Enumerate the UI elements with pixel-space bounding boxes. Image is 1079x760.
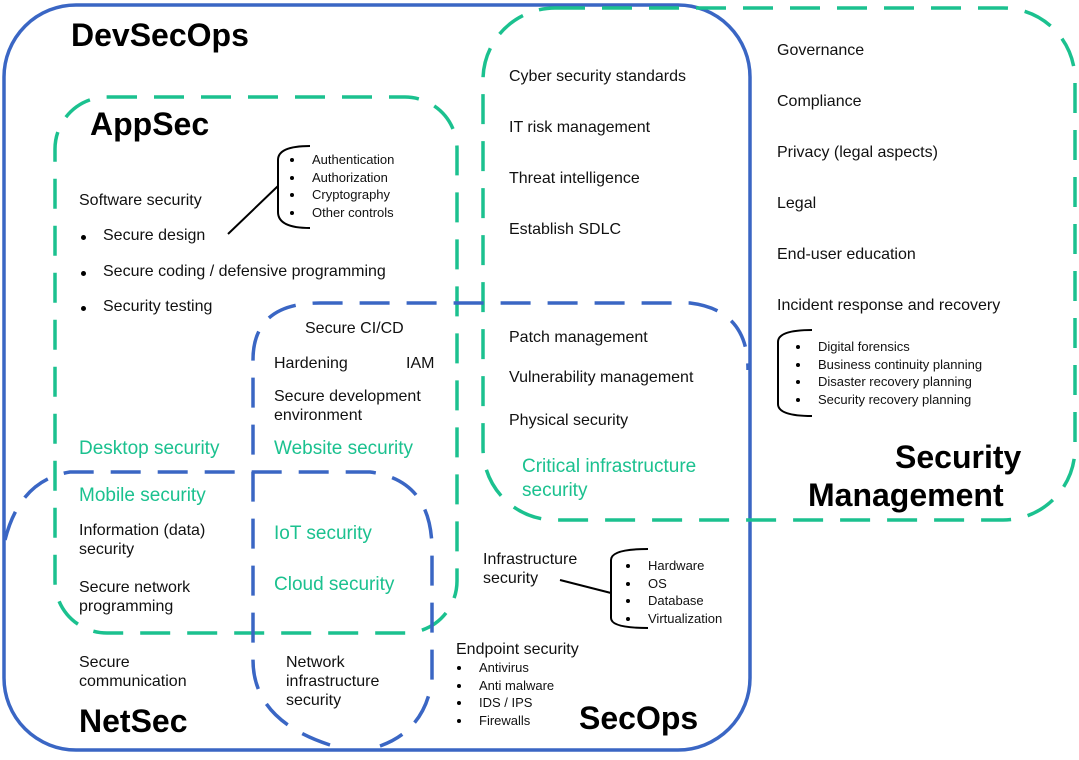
secops-title: SecOps [579,700,699,736]
endpoint-list: Antivirus Anti malware IDS / IPS Firewal… [453,659,554,729]
security-management-title-1: Security [895,439,1022,475]
line: security [286,692,342,709]
list-item: Other controls [286,204,394,222]
vulnerability-management-label: Vulnerability management [509,369,694,386]
top-item: Threat intelligence [509,170,640,187]
line: environment [274,407,363,424]
line: Secure development [274,388,421,405]
management-item: Compliance [777,93,862,110]
list-item: Database [622,592,722,610]
top-item: IT risk management [509,119,651,136]
management-item: Incident response and recovery [777,297,1001,314]
controls-connector [227,185,279,235]
management-item: Privacy (legal aspects) [777,144,938,161]
management-item: End-user education [777,246,916,263]
iot-security-label: IoT security [274,523,372,544]
infrastructure-list: Hardware OS Database Virtualization [622,557,722,627]
critical-infrastructure-label: Critical infrastructure security [522,455,696,503]
list-item: Security recovery planning [792,391,982,409]
line: Secure [79,654,130,671]
secure-ci-cd-label: Secure CI/CD [305,320,404,337]
infra-bracket [610,548,649,629]
security-management-boundary [481,6,1077,522]
line: programming [79,598,174,615]
incident-response-list: Digital forensics Business continuity pl… [792,338,982,408]
mobile-security-label: Mobile security [79,485,206,506]
network-infrastructure-label: Network infrastructure security [286,653,379,710]
netsec-boundary [3,470,434,748]
secure-communication-label: Secure communication [79,653,187,691]
line: Secure network [79,579,191,596]
desktop-security-label: Desktop security [79,438,220,459]
line: infrastructure [286,673,380,690]
list-item: Security testing [79,298,386,334]
cloud-security-label: Cloud security [274,574,395,595]
list-item: Authorization [286,169,394,187]
software-security-list: Secure design Secure coding / defensive … [79,227,386,334]
endpoint-security-label: Endpoint security [456,641,579,658]
line: Information (data) [79,522,206,539]
physical-security-label: Physical security [509,412,629,429]
list-item: Cryptography [286,186,394,204]
list-item: Firewalls [453,712,554,730]
appsec-boundary [53,95,459,635]
list-item: Antivirus [453,659,554,677]
line: security [483,570,539,587]
line: communication [79,673,187,690]
ir-bracket [777,329,813,417]
list-item: Authentication [286,151,394,169]
top-item: Establish SDLC [509,221,622,238]
list-item: IDS / IPS [453,694,554,712]
netsec-title: NetSec [79,703,188,739]
secure-dev-env-label: Secure development environment [274,387,421,425]
line: Network [286,654,345,671]
secure-network-programming-label: Secure network programming [79,578,190,616]
security-management-title-2: Management [808,477,1004,513]
controls-list: Authentication Authorization Cryptograph… [286,151,394,221]
infrastructure-security-label: Infrastructure security [483,550,577,588]
list-item: Hardware [622,557,722,575]
patch-management-label: Patch management [509,329,648,346]
management-item: Legal [777,195,817,212]
line: security [522,480,588,501]
secops-boundary [251,301,750,747]
devsecops-boundary [2,3,752,752]
info-data-security-label: Information (data) security [79,521,205,559]
website-security-label: Website security [274,438,414,459]
list-item: OS [622,575,722,593]
software-security-label: Software security [79,192,202,209]
top-item: Cyber security standards [509,68,686,85]
list-item: Anti malware [453,677,554,695]
list-item: Virtualization [622,610,722,628]
list-item: Business continuity planning [792,356,982,374]
line: Infrastructure [483,551,578,568]
list-item: Secure design [79,227,386,263]
list-item: Secure coding / defensive programming [79,263,386,299]
list-item: Digital forensics [792,338,982,356]
hardening-label: Hardening [274,355,348,372]
line: security [79,541,135,558]
iam-label: IAM [406,355,435,372]
line: Critical infrastructure [522,456,697,477]
appsec-title: AppSec [90,106,210,142]
management-item: Governance [777,42,865,59]
list-item: Disaster recovery planning [792,373,982,391]
infra-connector [559,579,612,594]
devsecops-title: DevSecOps [71,17,249,53]
